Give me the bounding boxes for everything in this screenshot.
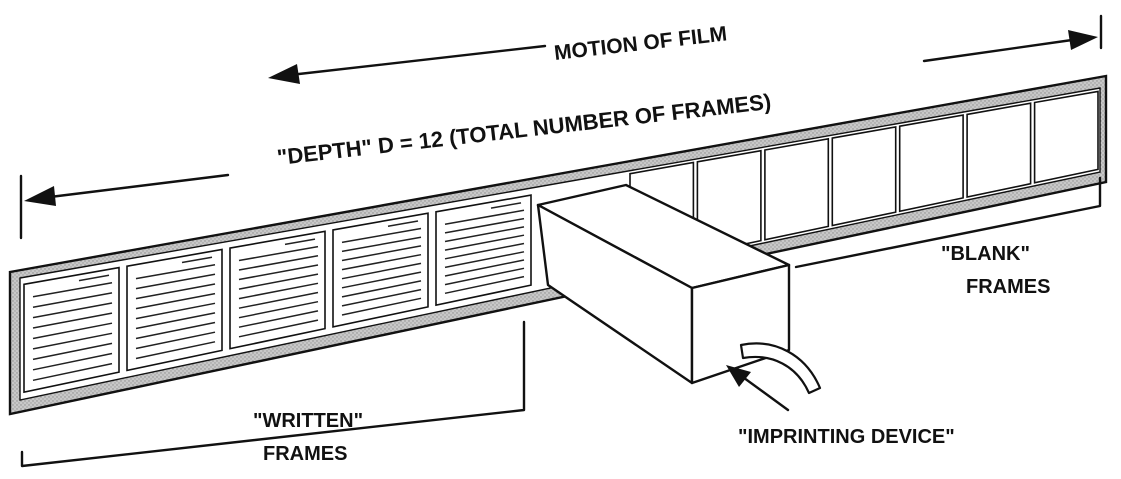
depth-right-arrow-shaft xyxy=(922,38,1074,63)
written-data-line xyxy=(238,273,319,290)
written-data-line xyxy=(238,310,319,328)
motion-arrow-shaft xyxy=(288,44,547,77)
written-data-line xyxy=(238,319,319,338)
written-data-line xyxy=(32,322,113,340)
written-label-line2: FRAMES xyxy=(263,443,347,465)
written-data-line xyxy=(135,273,216,290)
blank-frames-bracket: "BLANK" FRAMES xyxy=(794,176,1102,298)
written-data-line xyxy=(135,292,216,310)
written-data-line xyxy=(444,275,525,295)
motion-label: MOTION OF FILM xyxy=(553,22,728,65)
written-data-line xyxy=(444,259,525,277)
written-data-line xyxy=(341,271,422,289)
written-data-line xyxy=(32,352,113,371)
depth-right-arrow-head xyxy=(1068,30,1098,50)
written-header-mark xyxy=(181,256,213,264)
written-header-mark xyxy=(284,238,316,246)
written-header-mark xyxy=(78,274,110,282)
written-data-line xyxy=(32,302,113,319)
written-frames-bracket: "WRITTEN" FRAMES xyxy=(20,320,526,468)
written-data-line xyxy=(444,209,525,225)
written-data-line xyxy=(341,262,422,280)
written-frame xyxy=(126,248,223,372)
written-frame xyxy=(229,230,326,350)
written-frame xyxy=(435,194,532,307)
written-data-line xyxy=(135,341,216,360)
written-frame xyxy=(23,266,120,394)
written-data-line xyxy=(444,267,525,286)
written-data-line xyxy=(135,302,216,320)
device-label: "IMPRINTING DEVICE" xyxy=(738,426,955,448)
written-data-line xyxy=(32,312,113,329)
written-data-line xyxy=(341,253,422,271)
imprinting-device xyxy=(536,183,822,395)
written-header-mark xyxy=(490,202,522,209)
motion-of-film-indicator: MOTION OF FILM xyxy=(268,22,728,84)
written-data-line xyxy=(341,280,422,298)
written-data-line xyxy=(238,255,319,271)
written-data-line xyxy=(135,283,216,300)
written-data-line xyxy=(135,331,216,350)
motion-arrow-head xyxy=(268,64,300,84)
blank-label-line1: "BLANK" xyxy=(941,243,1030,265)
written-data-line xyxy=(135,312,216,330)
blank-label-line2: FRAMES xyxy=(966,276,1050,298)
written-data-line xyxy=(341,236,422,253)
written-data-line xyxy=(238,245,319,262)
written-data-line xyxy=(444,242,525,260)
imprinting-device-callout: "IMPRINTING DEVICE" xyxy=(726,365,955,448)
written-frame xyxy=(332,212,429,328)
blank-frame xyxy=(764,137,830,241)
written-header-mark xyxy=(387,220,419,228)
blank-frame xyxy=(898,114,964,213)
written-data-line xyxy=(135,263,216,280)
written-data-line xyxy=(341,227,422,244)
written-data-line xyxy=(444,234,525,251)
blank-frame xyxy=(1033,90,1099,184)
written-data-line xyxy=(32,332,113,350)
depth-left-arrow-head xyxy=(24,186,56,206)
written-label-line1: "WRITTEN" xyxy=(253,410,363,432)
written-data-line xyxy=(238,291,319,309)
written-data-line xyxy=(238,300,319,319)
written-data-line xyxy=(32,292,113,308)
device-pointer-line xyxy=(738,373,790,412)
written-data-line xyxy=(32,342,113,361)
written-data-line xyxy=(32,362,113,382)
written-data-line xyxy=(341,297,422,316)
depth-left-arrow-shaft xyxy=(48,173,230,199)
written-data-line xyxy=(341,245,422,262)
blank-frame xyxy=(966,102,1032,198)
written-data-line xyxy=(238,282,319,300)
device-pointer-head xyxy=(726,365,751,387)
written-data-line xyxy=(444,251,525,269)
written-data-line xyxy=(444,217,525,234)
device-cable xyxy=(739,342,822,395)
written-data-line xyxy=(238,264,319,281)
written-data-line xyxy=(32,282,113,298)
written-data-line xyxy=(135,321,216,340)
written-data-line xyxy=(341,288,422,307)
written-data-line xyxy=(444,226,525,243)
blank-frame xyxy=(831,125,897,227)
